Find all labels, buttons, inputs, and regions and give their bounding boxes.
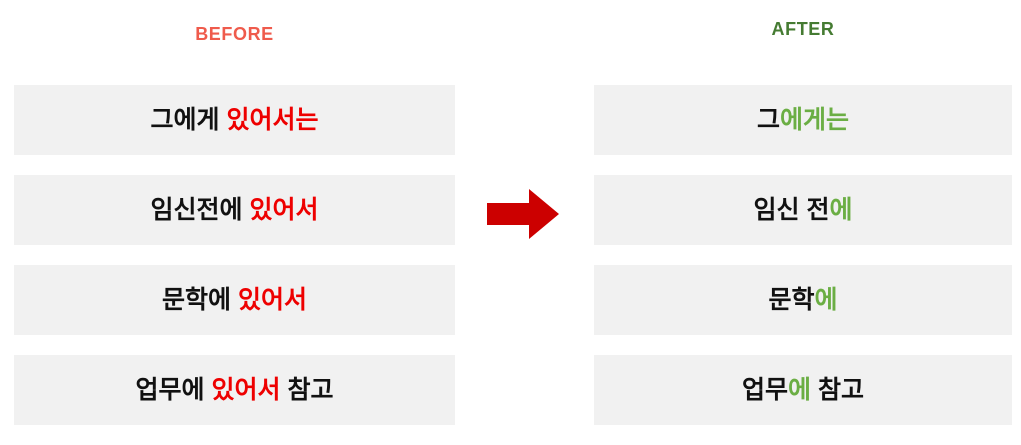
phrase-segment-plain: 임신전에: [150, 195, 250, 224]
phrase-segment-plain: 그: [756, 105, 780, 134]
phrase-segment-plain: 업무에: [135, 375, 212, 404]
phrase-segment-highlighted: 있어서: [237, 285, 307, 314]
phrase-row: 그에게 있어서는: [14, 85, 455, 155]
phrase-row: 그에게는: [594, 85, 1012, 155]
phrase-text: 임신전에 있어서: [150, 195, 319, 224]
phrase-row: 임신 전에: [594, 175, 1012, 245]
arrow-right-icon: [487, 189, 559, 239]
phrase-segment-plain: 문학에: [162, 285, 238, 314]
phrase-text: 업무에 있어서 참고: [135, 375, 334, 404]
phrase-segment-highlighted: 에게는: [780, 105, 850, 134]
phrase-text: 문학에: [768, 285, 838, 314]
column-heading-before: BEFORE: [195, 24, 274, 44]
phrase-text: 임신 전에: [753, 195, 853, 224]
phrase-text: 업무에 참고: [742, 375, 864, 404]
phrase-segment-highlighted: 있어서는: [226, 105, 319, 134]
phrase-row: 임신전에 있어서: [14, 175, 455, 245]
phrase-row: 문학에 있어서: [14, 265, 455, 335]
phrase-row: 업무에 참고: [594, 355, 1012, 425]
phrase-segment-plain-tail: 참고: [811, 375, 864, 404]
phrase-segment-highlighted: 있어서: [249, 195, 319, 224]
phrase-segment-plain: 임신 전: [753, 195, 830, 224]
phrase-segment-plain-tail: 참고: [280, 375, 334, 404]
phrase-segment-plain: 문학: [768, 285, 815, 314]
phrase-row: 업무에 있어서 참고: [14, 355, 455, 425]
phrase-segment-highlighted: 에: [788, 375, 812, 404]
phrase-segment-highlighted: 에: [814, 285, 838, 314]
phrase-segment-highlighted: 있어서: [211, 375, 281, 404]
phrase-row: 문학에: [594, 265, 1012, 335]
phrase-text: 그에게는: [756, 105, 850, 134]
column-heading-after: AFTER: [771, 19, 835, 39]
phrase-segment-highlighted: 에: [829, 195, 853, 224]
phrase-segment-plain: 업무: [742, 375, 789, 404]
phrase-segment-plain: 그에게: [150, 105, 227, 134]
phrase-text: 그에게 있어서는: [150, 105, 319, 134]
phrase-text: 문학에 있어서: [162, 285, 307, 314]
